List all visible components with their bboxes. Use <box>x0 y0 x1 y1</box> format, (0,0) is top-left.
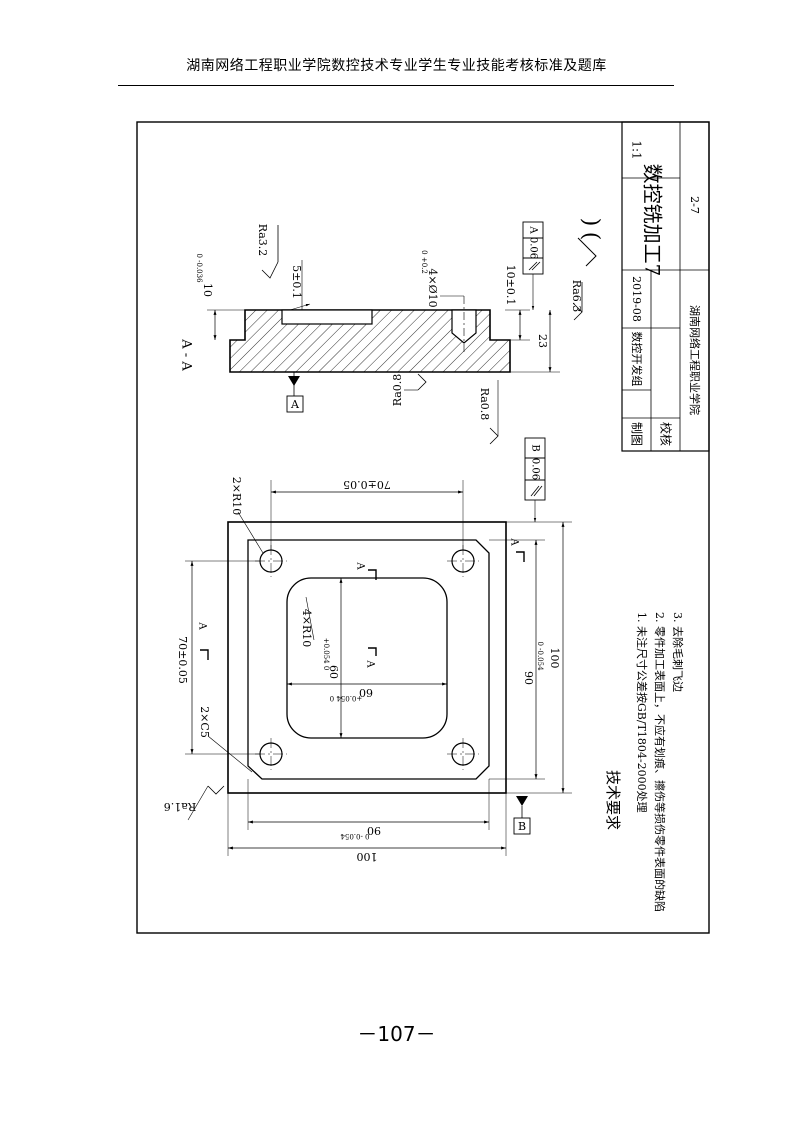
page-header-title: 湖南网络工程职业学院数控技术专业学生专业技能考核标准及题库 <box>186 58 607 74</box>
pocket <box>286 577 448 739</box>
section-hole <box>451 309 477 344</box>
dim-90-bottom-tol: 0 -0.054 <box>340 832 370 840</box>
drawn-label: 制图 <box>630 422 644 446</box>
dim-60-h-tol: +0.054 0 <box>330 694 363 702</box>
parallel-datum-b: B <box>530 444 541 451</box>
ra-6-3: Ra6.3 <box>570 280 583 313</box>
dim-100-bottom: 100 <box>357 850 378 863</box>
r10-pocket: 4×R10 <box>300 609 313 648</box>
date-text: 2019-08 <box>630 276 643 322</box>
section-body <box>229 309 511 373</box>
inner-square <box>247 539 490 780</box>
drawing-frame <box>136 121 710 934</box>
outer-square <box>227 521 507 794</box>
dim-10: 10 <box>201 283 214 297</box>
parallel-tol-b: 0.06 <box>530 458 541 480</box>
tech-requirements: 技术要求 1. 未注尺寸公差按GB/T1804-2000处理 2. 零件加工表面… <box>604 612 685 912</box>
section-pocket <box>281 309 373 325</box>
dim-60-v-tol: +0.054 0 <box>322 638 330 671</box>
dim-100-right: 100 <box>548 648 561 669</box>
ra-general-close: ) <box>578 218 603 227</box>
datum-a-label: A <box>290 398 300 411</box>
dim-90-right: 90 <box>522 671 535 685</box>
check-label: 校核 <box>659 422 674 446</box>
dim-holes: 4×Ø10 <box>426 268 439 307</box>
dim-90-bottom: 90 <box>367 824 381 837</box>
dim-70-top: 70±0.05 <box>343 478 391 491</box>
parallel-datum-a: A <box>528 225 539 234</box>
title-block: 1:1 数控铣加工7 2-7 2019-08 数控开发组 制图 校核 湖南网络工… <box>621 121 710 452</box>
scale-text: 1:1 <box>630 140 644 159</box>
c5-chamfer: 2×C5 <box>198 706 211 738</box>
section-mark-a1: A <box>355 561 366 570</box>
ra-1-6: Ra1.6 <box>164 800 197 813</box>
dim-5: 5±0.1 <box>290 265 303 299</box>
section-view: A - A 10 0 -0.036 Ra3.2 5±0.1 4×Ø10 0 +0… <box>179 218 603 445</box>
section-mark-a4: A <box>509 537 520 546</box>
section-mark-a2: A <box>365 659 376 668</box>
r10-holes: 2×R10 <box>230 477 243 516</box>
tech-req-item-1: 1. 未注尺寸公差按GB/T1804-2000处理 <box>635 612 649 813</box>
dim-60-h: 60 <box>359 686 373 699</box>
ra-0-8-side: Ra0.8 <box>478 388 491 421</box>
drawing-number: 2-7 <box>688 196 701 214</box>
part-name: 数控铣加工7 <box>641 164 665 277</box>
ra-3-2: Ra3.2 <box>256 224 269 257</box>
page-number: －107－ <box>357 1022 436 1046</box>
section-label: A - A <box>179 338 194 371</box>
tech-req-item-3: 3. 去除毛刺飞边 <box>671 612 685 692</box>
ra-general-open: ( <box>578 232 603 241</box>
header-rule <box>118 85 674 86</box>
dim-holes-tol: 0 +0.2 <box>420 250 428 274</box>
section-mark-a3: A <box>197 621 208 630</box>
parallel-tol-a: 0.06 <box>528 237 539 259</box>
dim-70-left: 70±0.05 <box>176 636 189 684</box>
dim-10-tol: 0 -0.036 <box>195 253 203 283</box>
dim-10b: 10±0.1 <box>504 265 517 306</box>
ra-0-8-bottom: Ra0.8 <box>391 374 404 407</box>
datum-b-label: B <box>518 820 526 833</box>
plan-view: 70±0.05 70±0.05 90 0 -0.054 100 90 0 -0.… <box>164 437 572 863</box>
dim-23: 23 <box>536 334 549 348</box>
dim-60-v: 60 <box>327 665 340 679</box>
dim-90-right-tol: 0 -0.054 <box>536 641 544 671</box>
school-name: 湖南网络工程职业学院 <box>688 305 702 415</box>
drawn-by: 数控开发组 <box>630 332 644 387</box>
tech-req-title: 技术要求 <box>604 770 622 830</box>
tech-req-item-2: 2. 零件加工表面上，不应有划痕、擦伤等损伤零件表面的缺陷 <box>653 612 667 912</box>
